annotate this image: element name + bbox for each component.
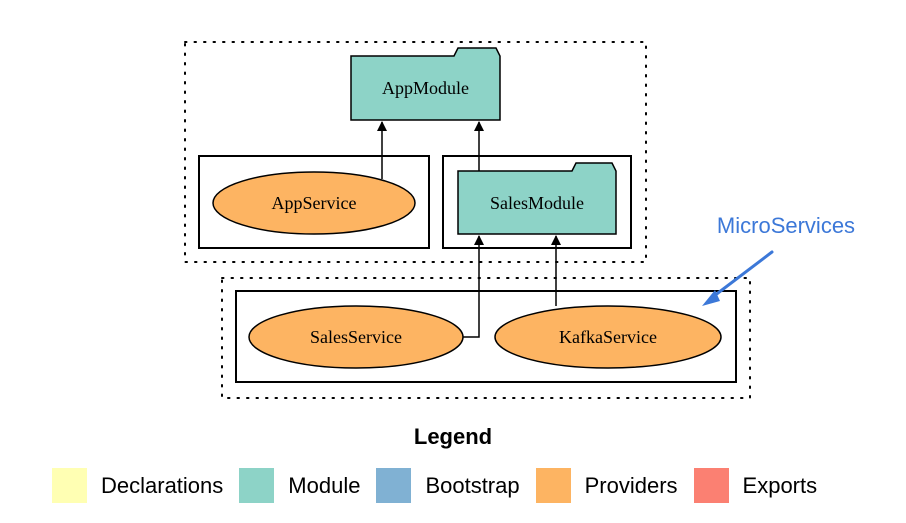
legend-label-exports: Exports (742, 472, 818, 498)
app-module-cluster (184, 41, 647, 263)
sales-module-box (442, 155, 632, 249)
kafka-service-ellipse (494, 305, 722, 369)
legend-label-declarations: Declarations (101, 472, 224, 498)
kafka-service-node[interactable]: KafkaService (494, 305, 722, 369)
legend-title: Legend (413, 424, 493, 449)
legend: Declarations Module Bootstrap Providers Expo… (52, 468, 817, 503)
app-module-label: AppModule (382, 78, 469, 98)
legend-item-declarations: Declarations (52, 468, 223, 503)
sales-module-folder-icon (457, 162, 617, 235)
microservices-annotation-arrow (702, 250, 774, 306)
legend-swatch-bootstrap (376, 468, 412, 503)
app-service-node[interactable]: AppService (212, 171, 416, 235)
legend-swatch-exports (693, 468, 729, 503)
legend-swatch-declarations (52, 468, 87, 503)
sales-module-node[interactable]: SalesModule (457, 162, 617, 235)
legend-swatch-providers (535, 468, 571, 503)
legend-label-bootstrap: Bootstrap (425, 472, 520, 498)
legend-item-bootstrap: Bootstrap (376, 468, 520, 503)
edge-sales-service-to-sales-module (463, 235, 484, 338)
sales-service-label: SalesService (310, 327, 402, 347)
kafka-service-label: KafkaService (559, 327, 657, 347)
legend-swatch-module (239, 468, 275, 503)
app-service-label: AppService (272, 193, 357, 213)
app-service-ellipse (212, 171, 416, 235)
app-module-folder-icon (350, 47, 501, 121)
microservices-providers-box (235, 290, 737, 383)
sales-module-label: SalesModule (490, 193, 584, 213)
microservices-cluster (221, 277, 751, 399)
app-providers-box (198, 155, 430, 249)
legend-item-exports: Exports (693, 468, 818, 503)
legend-item-module: Module (239, 468, 360, 503)
legend-label-module: Module (288, 472, 361, 498)
app-module-node[interactable]: AppModule (350, 47, 501, 121)
microservices-annotation-label: MicroServices (717, 213, 855, 238)
legend-label-providers: Providers (584, 472, 678, 498)
sales-service-node[interactable]: SalesService (248, 305, 464, 369)
legend-item-providers: Providers (535, 468, 678, 503)
